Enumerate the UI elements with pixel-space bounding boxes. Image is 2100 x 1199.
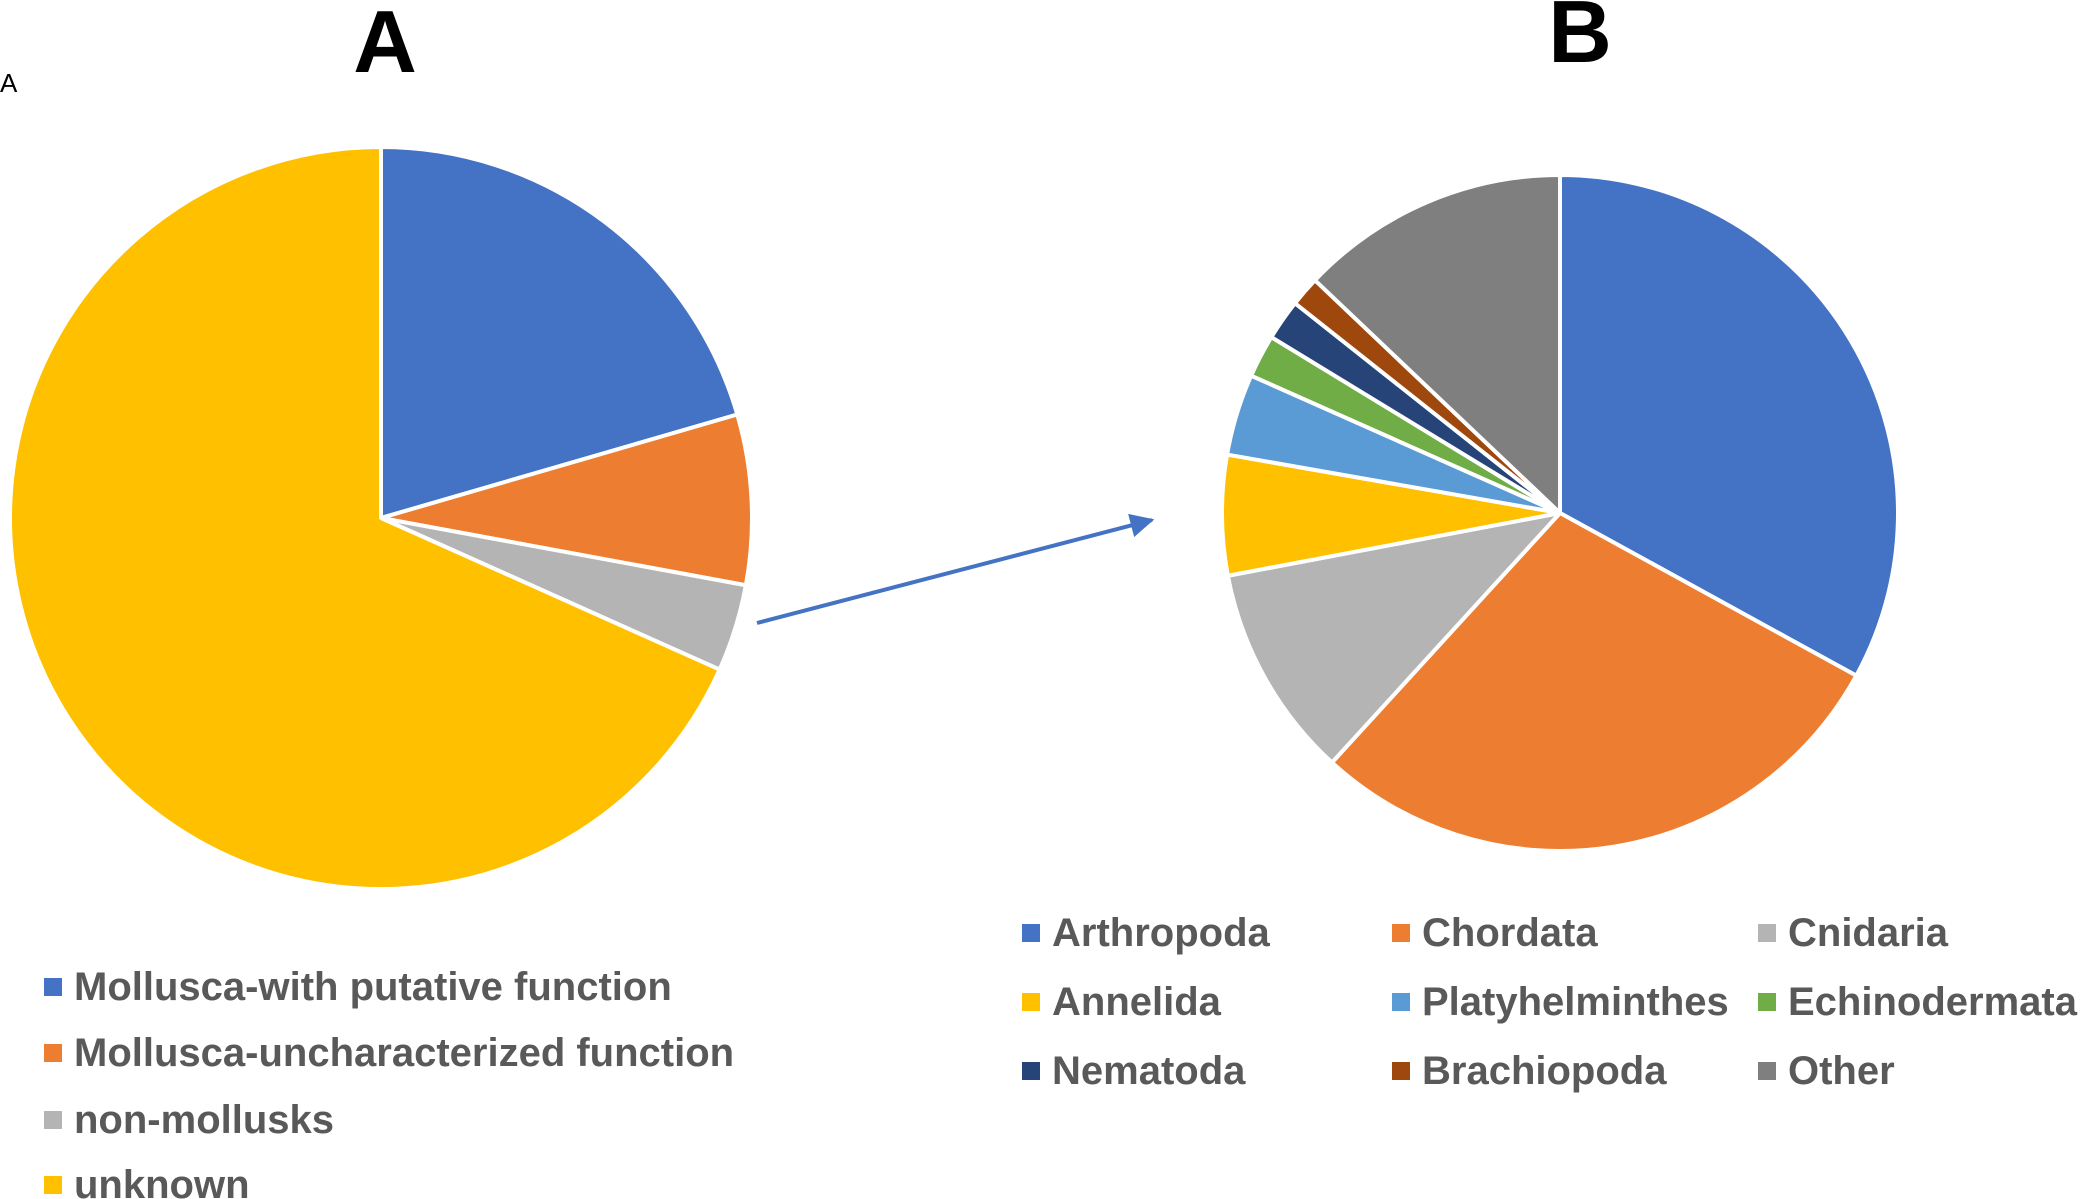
- connector-arrow: [756, 513, 1155, 625]
- pie-b-legend-swatch-platyhelminthes: [1392, 993, 1410, 1011]
- pie-chart-b: [1220, 173, 1900, 853]
- pie-b-legend-label-chordata: Chordata: [1422, 911, 1598, 955]
- pie-b-legend-label-arthropoda: Arthropoda: [1052, 911, 1271, 955]
- pie-a-legend-swatch-non-mollusks: [44, 1111, 62, 1129]
- pie-a-slice-mollusca-with-putative-function: [379, 145, 740, 520]
- pie-b-slice-arthropoda: [1558, 173, 1900, 678]
- panel-title-a: A: [353, 0, 417, 91]
- pie-a-legend-swatch-mollusca-uncharacterized-function: [44, 1044, 62, 1062]
- pie-b-legend-swatch-nematoda: [1022, 1062, 1040, 1080]
- pie-a-legend-label-unknown: unknown: [74, 1163, 250, 1199]
- pie-b-legend-label-nematoda: Nematoda: [1052, 1049, 1246, 1093]
- pie-b-legend-label-other: Other: [1788, 1049, 1895, 1093]
- pie-b-legend-label-annelida: Annelida: [1052, 980, 1222, 1024]
- legend-a: Mollusca-with putative functionMollusca-…: [44, 965, 734, 1199]
- pie-b-legend-label-platyhelminthes: Platyhelminthes: [1422, 980, 1729, 1024]
- corner-label: A: [0, 68, 18, 98]
- pie-b-legend-swatch-chordata: [1392, 924, 1410, 942]
- pie-b-slice-other: [1312, 173, 1562, 515]
- pie-b-legend-swatch-other: [1758, 1062, 1776, 1080]
- pie-b-slice-chordata: [1330, 511, 1859, 853]
- pie-a-legend-label-mollusca-with-putative-function: Mollusca-with putative function: [74, 965, 672, 1009]
- pie-b-legend-swatch-annelida: [1022, 993, 1040, 1011]
- pie-b-legend-swatch-cnidaria: [1758, 924, 1776, 942]
- pie-b-legend-swatch-echinodermata: [1758, 993, 1776, 1011]
- pie-a-slice-unknown: [8, 145, 722, 891]
- pie-chart-a: [8, 145, 754, 891]
- pie-a-legend-label-mollusca-uncharacterized-function: Mollusca-uncharacterized function: [74, 1031, 734, 1075]
- pie-a-legend-swatch-unknown: [44, 1176, 62, 1194]
- panel-title-b: B: [1548, 0, 1612, 81]
- pie-a-legend-swatch-mollusca-with-putative-function: [44, 978, 62, 996]
- pie-b-slice-cnidaria: [1225, 511, 1562, 765]
- pie-b-legend-label-cnidaria: Cnidaria: [1788, 911, 1949, 955]
- pie-a-slice-mollusca-uncharacterized-function: [379, 412, 754, 588]
- pie-b-legend-label-echinodermata: Echinodermata: [1788, 980, 2078, 1024]
- pie-a-legend-label-non-mollusks: non-mollusks: [74, 1098, 334, 1142]
- pie-b-legend-swatch-arthropoda: [1022, 924, 1040, 942]
- pie-b-legend-swatch-brachiopoda: [1392, 1062, 1410, 1080]
- pie-b-legend-label-brachiopoda: Brachiopoda: [1422, 1049, 1667, 1093]
